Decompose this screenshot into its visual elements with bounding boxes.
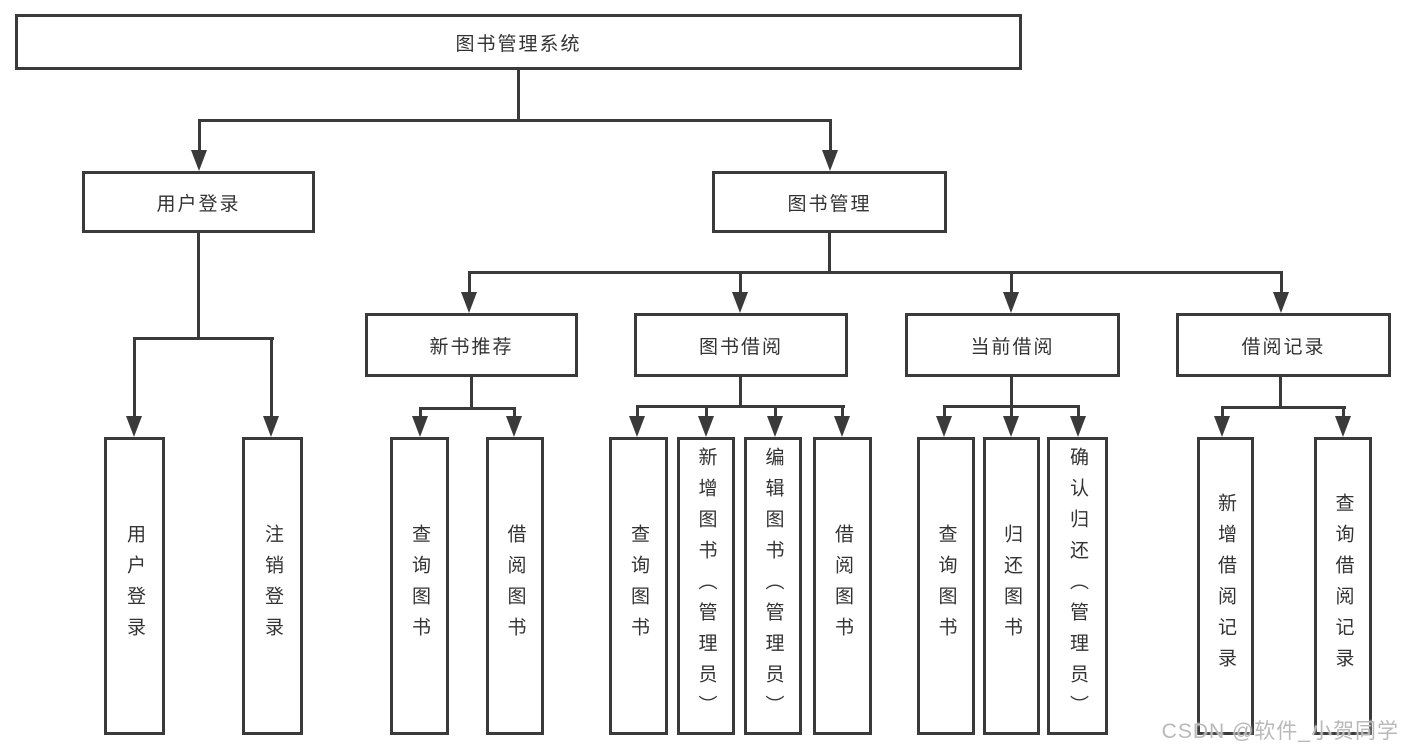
arrowhead-down-icon <box>191 150 207 171</box>
arrowhead-down-icon <box>506 416 522 437</box>
connector-stem <box>705 405 708 418</box>
leaf-label: 确认归还（管理员） <box>1067 446 1088 726</box>
leaf-label: 查询图书 <box>628 524 649 648</box>
connector-stem <box>1077 405 1080 418</box>
connector-stem <box>1280 271 1283 294</box>
connector-stem <box>774 405 777 418</box>
connector-stem <box>198 119 201 152</box>
arrowhead-down-icon <box>263 416 279 437</box>
leaf-return-books: 归还图书 <box>983 437 1040 735</box>
leaf-borrow-books: 借阅图书 <box>813 437 872 735</box>
arrowhead-down-icon <box>412 416 428 437</box>
leaf-label: 借阅图书 <box>832 524 853 648</box>
arrowhead-down-icon <box>1273 292 1289 313</box>
arrowhead-down-icon <box>936 416 952 437</box>
leaf-label: 编辑图书（管理员） <box>762 446 784 726</box>
leaf-edit-books-admin: 编辑图书（管理员） <box>744 437 802 735</box>
connector-stem <box>513 407 516 418</box>
leaf-label: 新增图书（管理员） <box>695 446 717 726</box>
leaf-add-borrow-record: 新增借阅记录 <box>1197 437 1254 735</box>
arrowhead-down-icon <box>822 150 838 171</box>
leaf-add-books-admin: 新增图书（管理员） <box>677 437 735 735</box>
leaf-label: 查询图书 <box>409 524 430 648</box>
connector-stem <box>419 407 422 418</box>
connector-stem <box>197 231 200 339</box>
connector-root-hbar <box>198 119 832 122</box>
node-user-login: 用户登录 <box>82 171 315 233</box>
node-root-library-system: 图书管理系统 <box>15 14 1022 70</box>
connector-stem <box>1342 406 1345 418</box>
connector-stem <box>739 271 742 294</box>
leaf-query-books-borrow: 查询图书 <box>609 437 668 735</box>
connector-hbar <box>419 407 516 410</box>
arrowhead-down-icon <box>732 292 748 313</box>
connector-stem <box>470 375 473 409</box>
connector-stem <box>1221 406 1224 418</box>
connector-stem <box>1279 375 1282 408</box>
connector-stem <box>468 271 471 294</box>
connector-root-stem <box>517 68 520 120</box>
connector-stem <box>943 405 946 418</box>
connector-stem <box>1010 271 1013 294</box>
connector-stem <box>133 337 136 418</box>
arrowhead-down-icon <box>698 416 714 437</box>
leaf-label: 借阅图书 <box>504 524 526 648</box>
arrowhead-down-icon <box>629 416 645 437</box>
arrowhead-down-icon <box>1335 416 1351 437</box>
leaf-borrow-books-recommend: 借阅图书 <box>486 437 544 735</box>
leaf-label: 查询图书 <box>935 524 957 648</box>
connector-hbar <box>468 271 1283 274</box>
arrowhead-down-icon <box>461 292 477 313</box>
arrowhead-down-icon <box>834 416 850 437</box>
connector-stem <box>1010 405 1013 418</box>
connector-hbar <box>636 405 845 408</box>
leaf-query-books-recommend: 查询图书 <box>390 437 449 735</box>
connector-stem <box>828 231 831 273</box>
leaf-label: 用户登录 <box>124 524 145 648</box>
leaf-confirm-return-admin: 确认归还（管理员） <box>1047 437 1108 735</box>
node-book-management: 图书管理 <box>712 171 947 233</box>
arrowhead-down-icon <box>1214 416 1230 437</box>
connector-stem <box>636 405 639 418</box>
connector-stem <box>1010 375 1013 407</box>
connector-stem <box>841 405 844 418</box>
arrowhead-down-icon <box>1003 416 1019 437</box>
leaf-query-books-current: 查询图书 <box>917 437 975 735</box>
node-book-borrow: 图书借阅 <box>634 313 848 377</box>
node-borrow-records: 借阅记录 <box>1176 313 1391 377</box>
leaf-query-borrow-record: 查询借阅记录 <box>1314 437 1372 735</box>
arrowhead-down-icon <box>1003 292 1019 313</box>
arrowhead-down-icon <box>1070 416 1086 437</box>
arrowhead-down-icon <box>126 416 142 437</box>
node-current-borrow: 当前借阅 <box>905 313 1120 377</box>
connector-stem <box>739 375 742 407</box>
leaf-user-login: 用户登录 <box>104 437 165 735</box>
leaf-label: 归还图书 <box>1001 524 1022 648</box>
leaf-label: 新增借阅记录 <box>1215 493 1236 679</box>
connector-hbar <box>1221 406 1346 409</box>
csdn-watermark: CSDN @软件_小贺同学 <box>1161 720 1399 743</box>
leaf-logout: 注销登录 <box>242 437 303 735</box>
leaf-label: 注销登录 <box>262 524 283 648</box>
connector-hbar <box>133 337 274 340</box>
connector-stem <box>270 337 273 418</box>
leaf-label: 查询借阅记录 <box>1332 493 1354 679</box>
node-new-book-recommend: 新书推荐 <box>365 313 578 377</box>
arrowhead-down-icon <box>767 416 783 437</box>
connector-stem <box>829 119 832 152</box>
